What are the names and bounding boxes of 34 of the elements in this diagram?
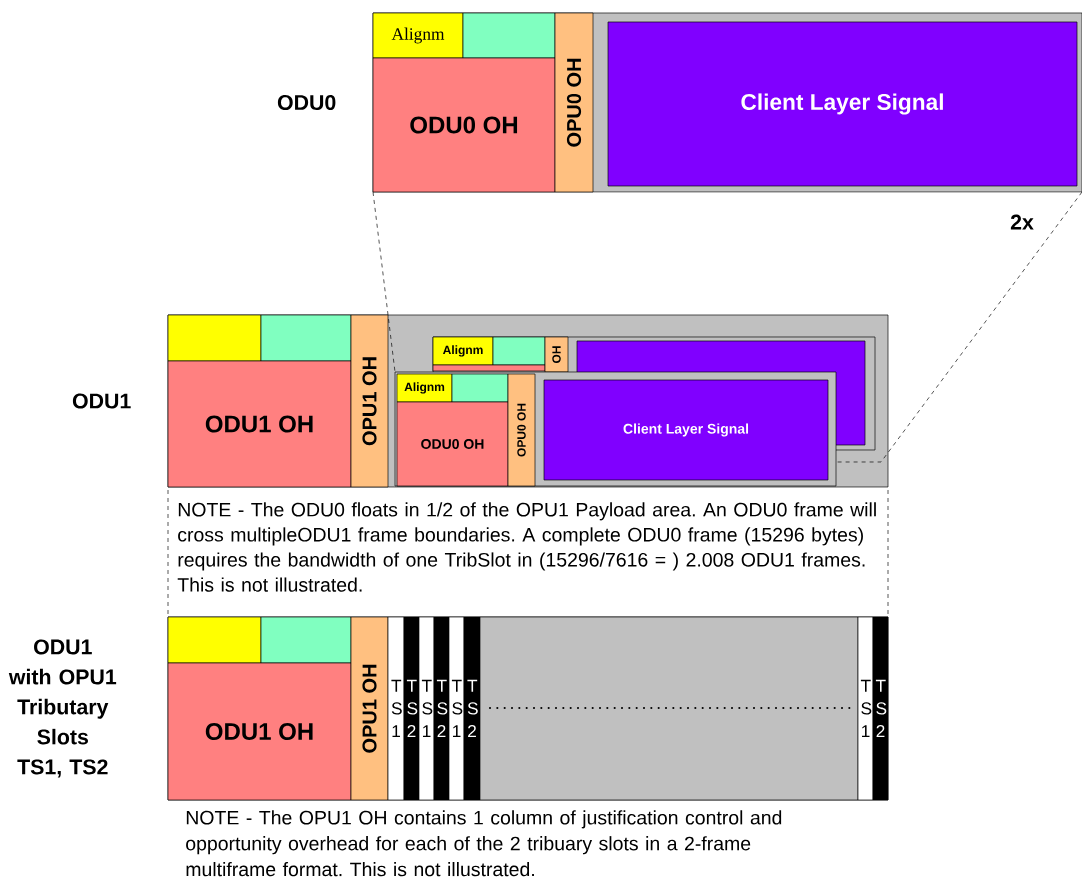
overhead-cell bbox=[492, 336, 546, 366]
node-label: ODU0 bbox=[277, 94, 336, 111]
note-text: NOTE - The OPU1 OH contains 1 column of justification control and opportunity overhead for each of the 2 tribuary slots in a 2-frame multiframe format. This is not illustrated. bbox=[186, 810, 782, 877]
overhead-cell: ODU0 OH bbox=[396, 401, 509, 487]
node-label: ODU1 with OPU1 Tributary Slots TS1, TS2 bbox=[8, 639, 117, 778]
overhead-cell bbox=[432, 364, 546, 372]
overhead-column: OPU0 OH bbox=[507, 373, 536, 487]
multiplier-label: 2x bbox=[1010, 214, 1034, 230]
overhead-column: OPU1 OH bbox=[350, 616, 389, 801]
overhead-cell bbox=[260, 616, 352, 664]
overhead-cell: ODU1 OH bbox=[167, 360, 352, 488]
payload-box: Client Layer Signal bbox=[543, 379, 829, 481]
alignment-cell bbox=[167, 616, 262, 664]
overhead-cell bbox=[462, 12, 556, 59]
overhead-column: OPU0 OH bbox=[554, 12, 594, 193]
overhead-cell bbox=[260, 314, 352, 362]
zoom-line bbox=[372, 191, 396, 373]
alignment-cell: Alignm bbox=[372, 12, 464, 59]
slot-column: T S 1 bbox=[387, 616, 405, 801]
zoom-line bbox=[835, 191, 1082, 463]
payload-box bbox=[479, 616, 859, 801]
payload-box: Client Layer Signal bbox=[607, 21, 1078, 187]
overhead-cell: ODU0 OH bbox=[372, 57, 556, 193]
slot-column: T S 2 bbox=[872, 616, 889, 801]
note-text: NOTE - The ODU0 floats in 1/2 of the OPU1 Payload area. An ODU0 frame will cross multipleODU1 frame boundaries. A complete ODU0 frame (15296 bytes) requires the bandwidth of one TribSlot in (15296/7616 = ) 2.008 ODU1 frames. This is not illustrated. bbox=[177, 502, 876, 592]
overhead-column: OH bbox=[544, 336, 569, 373]
overhead-column: OPU1 OH bbox=[350, 314, 389, 488]
alignment-cell: Alignm bbox=[432, 336, 494, 366]
slot-column: T S 2 bbox=[463, 616, 481, 801]
node-label: ODU1 bbox=[72, 393, 131, 409]
overhead-cell bbox=[451, 373, 509, 403]
alignment-cell: Alignm bbox=[396, 373, 453, 403]
alignment-cell bbox=[167, 314, 262, 362]
overhead-cell: ODU1 OH bbox=[167, 662, 352, 801]
